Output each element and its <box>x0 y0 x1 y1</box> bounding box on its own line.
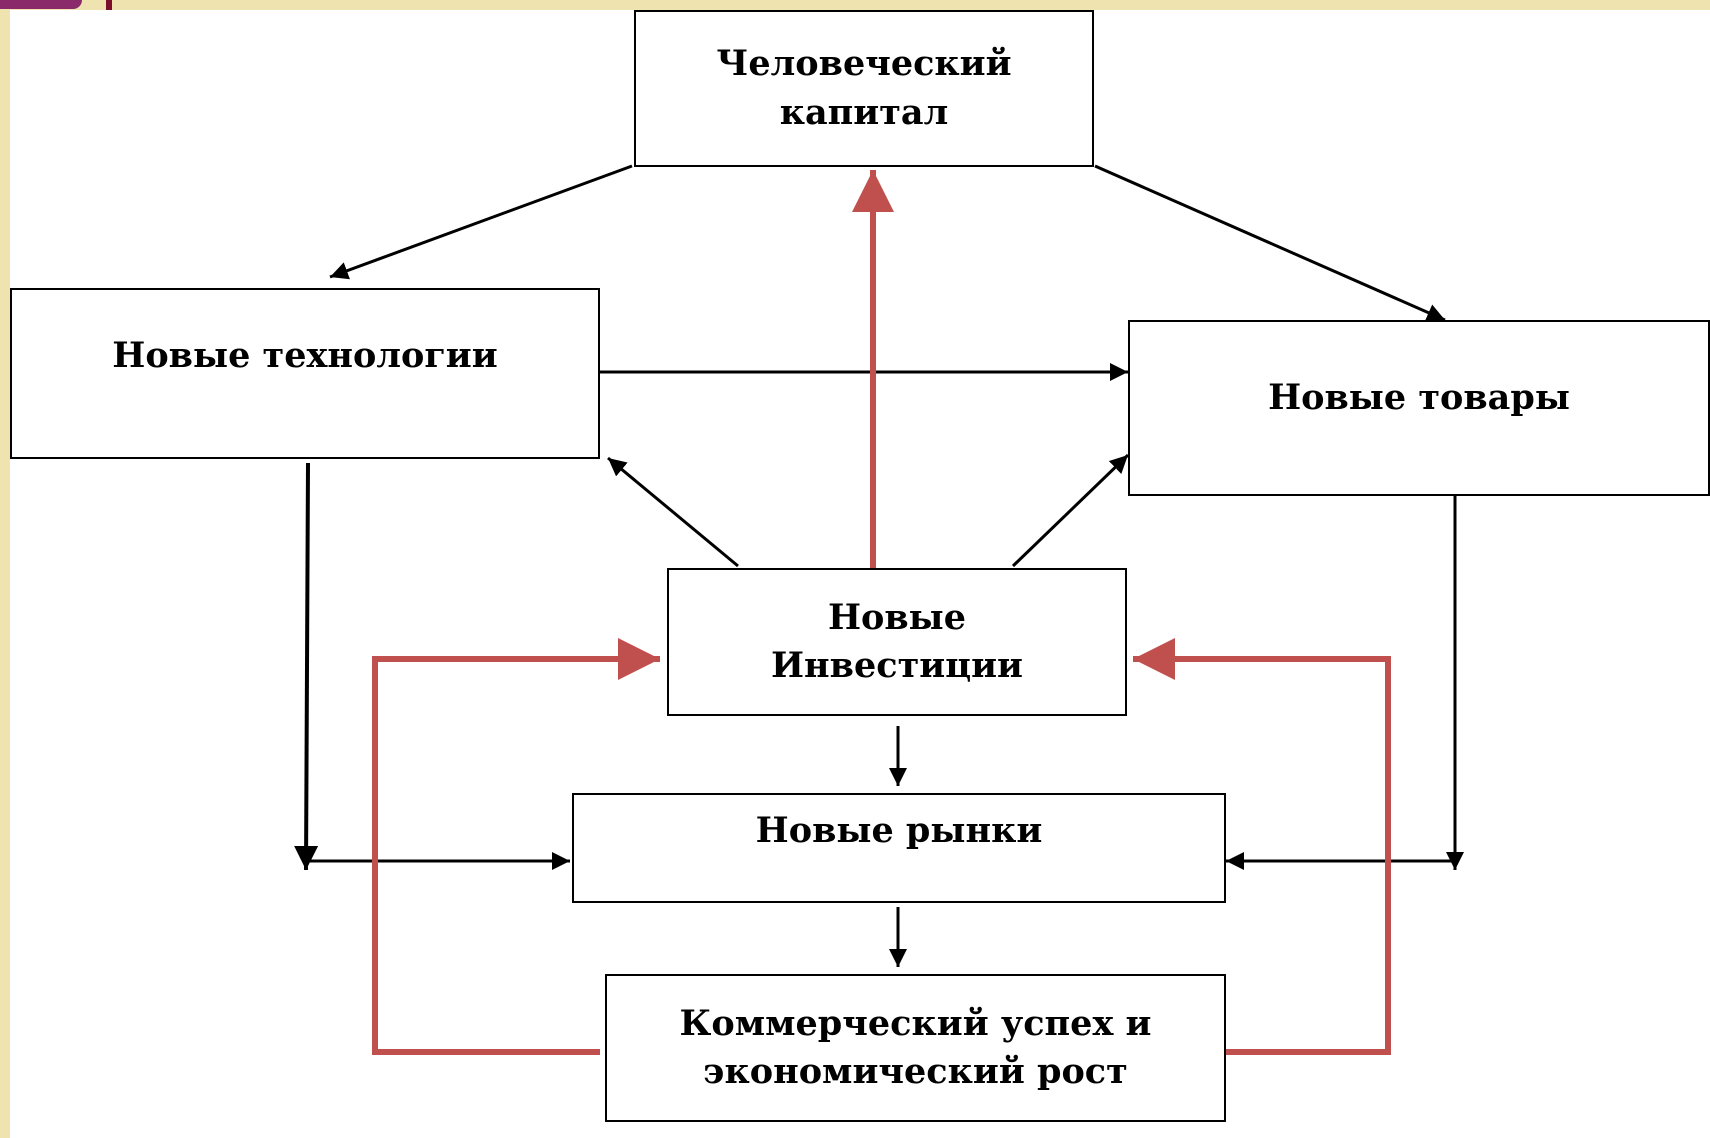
slide-frame-left <box>0 0 10 1138</box>
arrow-success-to-investments-right <box>1133 638 1391 1055</box>
node-new-goods-label: Новые товары <box>1268 376 1570 418</box>
node-new-investments-line1: Новые <box>827 596 967 638</box>
node-commercial-success-line2: экономический рост <box>703 1051 1128 1092</box>
node-new-markets-label: Новые рынки <box>755 809 1043 851</box>
line-technologies-down <box>294 462 319 871</box>
node-new-goods: Новые товары <box>1128 320 1710 496</box>
arrow-capital-to-goods <box>1094 164 1446 322</box>
slide-frame-top <box>0 0 1710 10</box>
arrow-investments-to-technologies <box>607 456 739 568</box>
arrow-capital-to-technologies <box>329 164 633 280</box>
node-new-technologies-label: Новые технологии <box>112 335 498 377</box>
node-human-capital: Человеческий капитал <box>634 10 1094 167</box>
node-human-capital-line1: Человеческий <box>716 43 1012 85</box>
node-new-technologies: Новые технологии <box>10 288 600 459</box>
node-new-investments-line2: Инвестиции <box>770 645 1023 686</box>
arrow-investments-to-goods <box>1011 453 1130 568</box>
node-commercial-success-line1: Коммерческий успех и <box>679 1002 1152 1044</box>
node-new-markets: Новые рынки <box>572 793 1226 903</box>
logo-bar <box>106 0 112 10</box>
arrow-success-to-investments-left <box>372 638 660 1055</box>
logo-emblem <box>0 0 82 9</box>
node-new-investments: Новые Инвестиции <box>667 568 1127 716</box>
node-commercial-success: Коммерческий успех и экономический рост <box>605 974 1226 1122</box>
node-human-capital-line2: капитал <box>779 91 949 133</box>
